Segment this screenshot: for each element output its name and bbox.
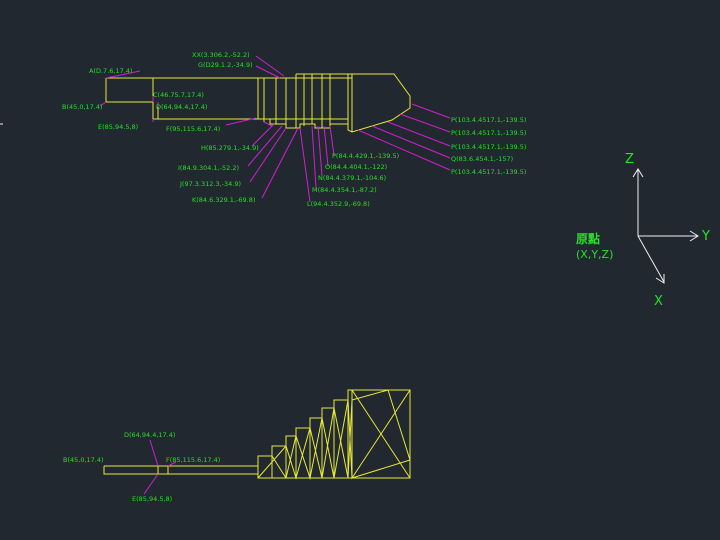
x-axis-line — [637, 235, 665, 283]
z-axis-label: Z — [625, 152, 634, 167]
z-axis-arrow-icon — [632, 168, 644, 178]
label-i: I(84.9.304.1,-52.2) — [178, 164, 239, 172]
label-k: K(84.6.329.1,-69.8) — [192, 196, 255, 204]
label-e: E(85,94.5,8) — [98, 123, 138, 131]
label-r2: P(103.4.4517.1,-139.5) — [451, 129, 526, 137]
y-axis-arrow-icon — [689, 230, 699, 242]
y-axis-label: Y — [701, 229, 710, 244]
label-a: A(D.7.6,17.4) — [89, 67, 132, 75]
label-r3: P(103.4.4517.1,-139.5) — [451, 143, 526, 151]
top-view-outline — [105, 73, 411, 133]
label-m: M(84.4.354.1,-87.2) — [312, 186, 377, 194]
bottom-view-outline — [103, 389, 411, 480]
label-n: N(84.4.379.1,-104.6) — [318, 174, 386, 182]
label-q: Q(83.6.454.1,-157) — [451, 155, 513, 163]
label-p: P(84.4.429.1,-139.5) — [332, 152, 399, 160]
label-r4: P(103.4.4517.1,-139.5) — [451, 168, 526, 176]
label-j: J(97.3.312.3,-34.9) — [179, 180, 241, 188]
x-axis-label: X — [654, 294, 663, 309]
label-bottom-f: F(85,115.6,17.4) — [166, 456, 220, 464]
origin-title: 原點 — [576, 231, 600, 246]
bottom-view-labels: D(64,94.4,17.4) B(45,0,17.4) F(85,115.6,… — [63, 431, 220, 503]
x-axis-arrow-icon — [655, 274, 665, 284]
label-g: G(D29.1.2,-34.9) — [198, 61, 253, 69]
label-l: L(94.4.352.9,-69.8) — [307, 200, 370, 208]
label-bottom-e: E(85,94.5,8) — [132, 495, 172, 503]
top-view-labels: XX(3.306.2,-52.2) G(D29.1.2,-34.9) A(D.7… — [62, 51, 526, 208]
label-bottom-b: B(45,0,17.4) — [63, 456, 104, 464]
label-h: H(85.279.1,-34.9) — [201, 144, 259, 152]
label-f: F(95,115.6,17.4) — [166, 125, 220, 133]
label-d: D(64,94.4,17.4) — [156, 103, 207, 111]
label-o: O(84.4.404.1,-122) — [325, 163, 387, 171]
origin-subtitle: (X,Y,Z) — [576, 248, 613, 261]
label-c: C(46.75.7,17.4) — [153, 91, 204, 99]
origin-axes: Z Y X 原點 (X,Y,Z) — [576, 152, 710, 309]
label-b: B(45,0,17.4) — [62, 103, 103, 111]
label-xx: XX(3.306.2,-52.2) — [192, 51, 250, 59]
label-r1: P(103.4.4517.1,-139.5) — [451, 116, 526, 124]
top-view-leaders — [99, 55, 451, 203]
label-bottom-d: D(64,94.4,17.4) — [124, 431, 175, 439]
bottom-view-leaders — [143, 439, 177, 495]
